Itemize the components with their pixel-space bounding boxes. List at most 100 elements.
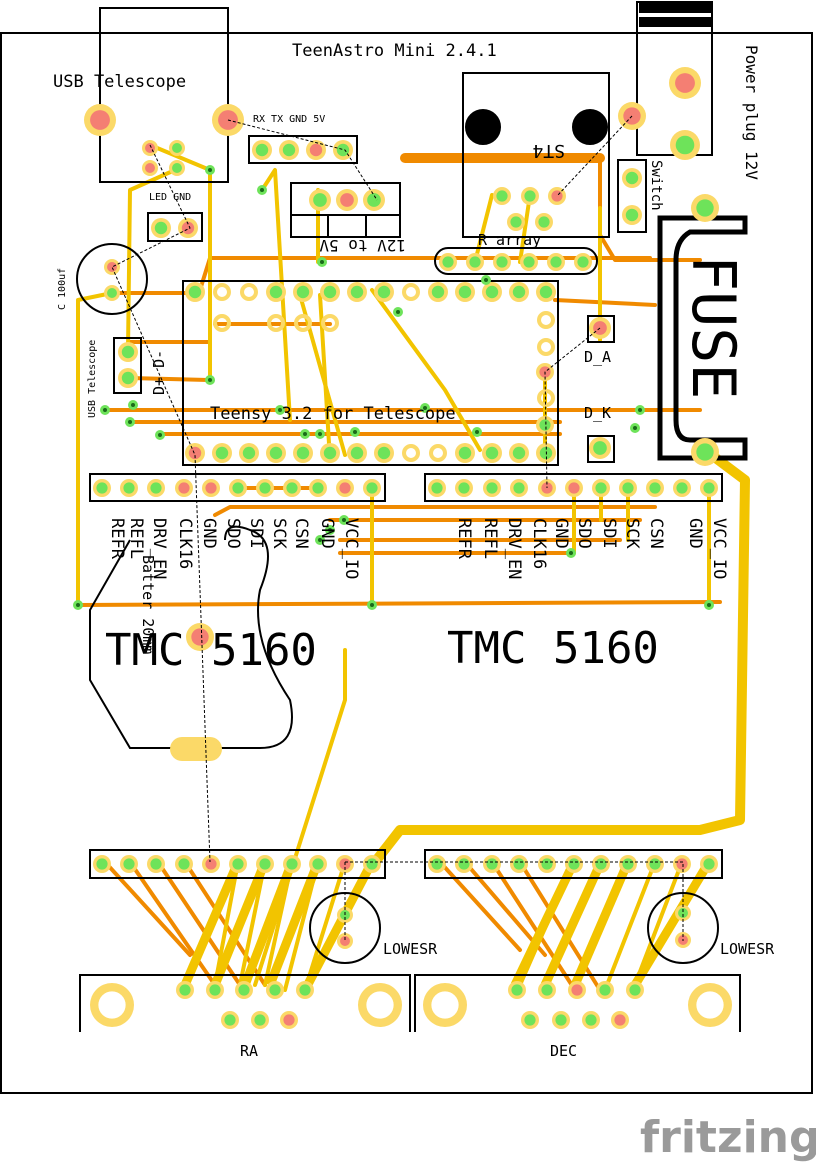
teensy-pin[interactable]	[320, 282, 340, 302]
ra-pin[interactable]	[221, 1011, 239, 1029]
mount-hole[interactable]	[90, 983, 134, 1027]
ra-pin[interactable]	[251, 1011, 269, 1029]
pad[interactable]	[142, 140, 158, 156]
tmc-right-pin[interactable]	[565, 479, 583, 497]
serial-header-pin[interactable]	[306, 140, 326, 160]
teensy-pin[interactable]	[455, 443, 475, 463]
bottom-left-pin[interactable]	[283, 855, 301, 873]
teensy-pin[interactable]	[482, 443, 502, 463]
tmc-right-pin[interactable]	[455, 479, 473, 497]
teensy-pin[interactable]	[428, 282, 448, 302]
r-array-pin[interactable]	[547, 253, 565, 271]
serial-header-pin[interactable]	[279, 140, 299, 160]
bottom-right-pin[interactable]	[538, 855, 556, 873]
usb-shield-pad[interactable]	[84, 104, 116, 136]
r-array-pin[interactable]	[520, 253, 538, 271]
mount-hole[interactable]	[688, 983, 732, 1027]
teensy-pin[interactable]	[374, 282, 394, 302]
dec-pin[interactable]	[508, 981, 526, 999]
teensy-pin[interactable]	[185, 282, 205, 302]
dec-pin[interactable]	[611, 1011, 629, 1029]
fuse-pin[interactable]	[691, 194, 719, 222]
r-array-pin[interactable]	[466, 253, 484, 271]
dec-pin[interactable]	[568, 981, 586, 999]
teensy-pin[interactable]	[482, 282, 502, 302]
tmc-right-pin[interactable]	[510, 479, 528, 497]
teensy-pin[interactable]	[509, 443, 529, 463]
serial-header-pin[interactable]	[252, 140, 272, 160]
power-plug-pin[interactable]	[669, 67, 701, 99]
regulator-pin[interactable]	[336, 189, 358, 211]
bottom-right-pin[interactable]	[565, 855, 583, 873]
teensy-pin[interactable]	[347, 282, 367, 302]
ra-pin[interactable]	[176, 981, 194, 999]
lowesr-pin[interactable]	[337, 933, 353, 949]
bottom-right-pin[interactable]	[700, 855, 718, 873]
teensy-pin[interactable]	[536, 416, 554, 434]
battery-pin[interactable]	[186, 623, 214, 651]
st4-pin[interactable]	[535, 213, 553, 231]
pad[interactable]	[142, 160, 158, 176]
teensy-pin[interactable]	[509, 282, 529, 302]
led-header-pin[interactable]	[178, 218, 198, 238]
capacitor-pin[interactable]	[104, 259, 120, 275]
lowesr-pin[interactable]	[675, 905, 691, 921]
usb-data-pin[interactable]	[118, 368, 138, 388]
dec-pin[interactable]	[582, 1011, 600, 1029]
st4-pin[interactable]	[521, 187, 539, 205]
d-k-pin[interactable]	[589, 437, 611, 459]
tmc-left-pin[interactable]	[147, 479, 165, 497]
power-plug-pin[interactable]	[670, 130, 700, 160]
dec-pin[interactable]	[626, 981, 644, 999]
usb-data-pin[interactable]	[118, 342, 138, 362]
ra-pin[interactable]	[296, 981, 314, 999]
teensy-pin[interactable]	[266, 443, 286, 463]
tmc-left-pin[interactable]	[309, 479, 327, 497]
r-array-pin[interactable]	[574, 253, 592, 271]
teensy-pin[interactable]	[239, 443, 259, 463]
bottom-left-pin[interactable]	[363, 855, 381, 873]
ra-pin[interactable]	[235, 981, 253, 999]
pad[interactable]	[169, 160, 185, 176]
bottom-right-pin[interactable]	[455, 855, 473, 873]
st4-pin[interactable]	[493, 187, 511, 205]
bottom-right-pin[interactable]	[673, 855, 691, 873]
tmc-right-pin[interactable]	[592, 479, 610, 497]
dec-pin[interactable]	[596, 981, 614, 999]
bottom-right-pin[interactable]	[428, 855, 446, 873]
fuse-pin[interactable]	[691, 438, 719, 466]
tmc-right-pin[interactable]	[483, 479, 501, 497]
ra-pin[interactable]	[280, 1011, 298, 1029]
tmc-left-pin[interactable]	[336, 479, 354, 497]
teensy-pin[interactable]	[266, 282, 286, 302]
ra-pin[interactable]	[206, 981, 224, 999]
teensy-pin[interactable]	[293, 443, 313, 463]
regulator-pin[interactable]	[309, 189, 331, 211]
bottom-right-pin[interactable]	[510, 855, 528, 873]
teensy-pin[interactable]	[212, 443, 232, 463]
bottom-right-pin[interactable]	[483, 855, 501, 873]
tmc-left-pin[interactable]	[229, 479, 247, 497]
teensy-pin[interactable]	[185, 443, 205, 463]
dec-pin[interactable]	[552, 1011, 570, 1029]
teensy-pin[interactable]	[347, 443, 367, 463]
teensy-pin[interactable]	[374, 443, 394, 463]
teensy-pin[interactable]	[455, 282, 475, 302]
bottom-right-pin[interactable]	[619, 855, 637, 873]
bottom-left-pin[interactable]	[93, 855, 111, 873]
bottom-left-pin[interactable]	[120, 855, 138, 873]
switch-pin[interactable]	[622, 205, 642, 225]
bottom-left-pin[interactable]	[175, 855, 193, 873]
bottom-left-pin[interactable]	[229, 855, 247, 873]
bottom-right-pin[interactable]	[646, 855, 664, 873]
r-array-pin[interactable]	[493, 253, 511, 271]
tmc-left-pin[interactable]	[202, 479, 220, 497]
bottom-left-pin[interactable]	[256, 855, 274, 873]
pad[interactable]	[169, 140, 185, 156]
dec-pin[interactable]	[521, 1011, 539, 1029]
mount-hole[interactable]	[358, 983, 402, 1027]
tmc-left-pin[interactable]	[363, 479, 381, 497]
capacitor-pin[interactable]	[104, 285, 120, 301]
tmc-right-pin[interactable]	[646, 479, 664, 497]
bottom-left-pin[interactable]	[202, 855, 220, 873]
